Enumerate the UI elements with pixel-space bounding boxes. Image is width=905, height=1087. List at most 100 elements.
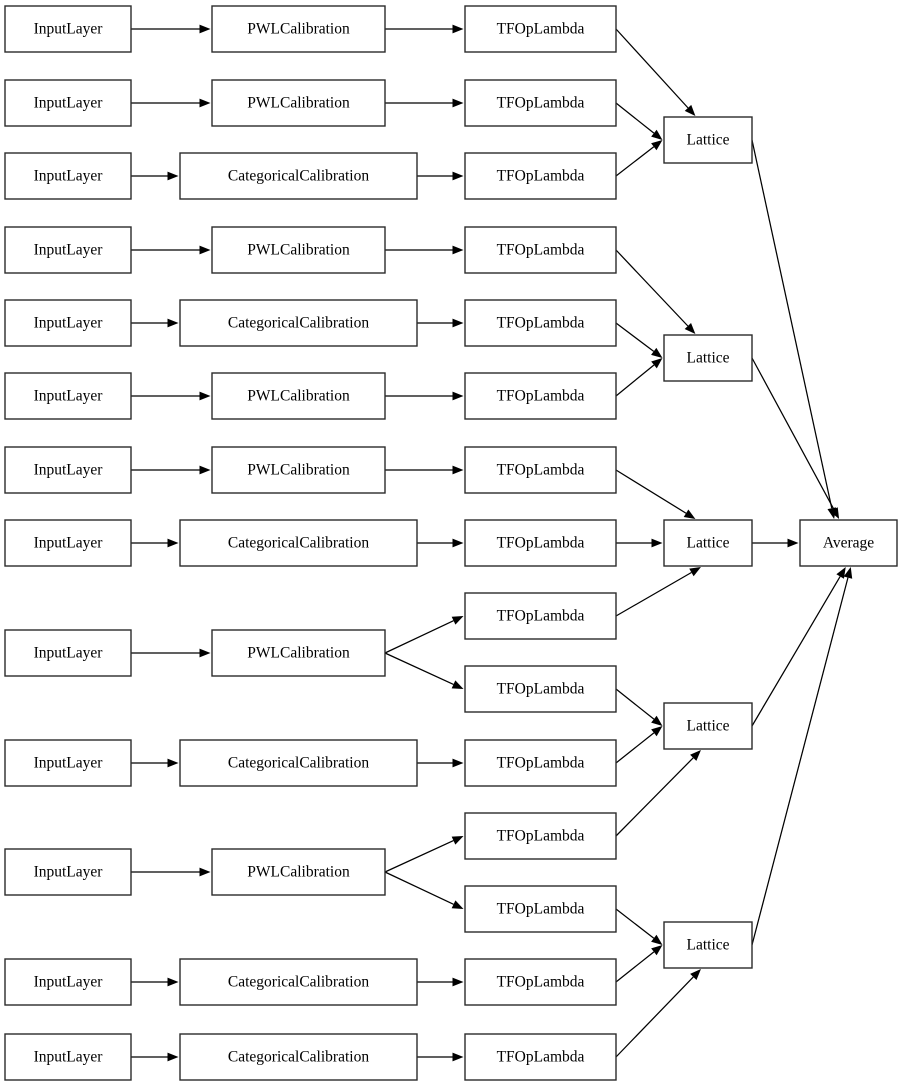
edge-cal10-to-op11	[417, 758, 464, 768]
node-lattice-lat5[interactable]: Lattice	[663, 921, 753, 969]
node-box[interactable]	[464, 812, 617, 860]
node-inputlayer-in4[interactable]: InputLayer	[4, 226, 132, 274]
node-box[interactable]	[4, 739, 132, 787]
node-tfoplambda-op7[interactable]: TFOpLambda	[464, 446, 617, 494]
node-categoricalcalibration-cal3[interactable]: CategoricalCalibration	[179, 152, 418, 200]
node-tfoplambda-op10[interactable]: TFOpLambda	[464, 665, 617, 713]
node-label: PWLCalibration	[247, 388, 350, 405]
node-tfoplambda-op9[interactable]: TFOpLambda	[464, 592, 617, 640]
node-box[interactable]	[179, 1033, 418, 1081]
node-tfoplambda-op3[interactable]: TFOpLambda	[464, 152, 617, 200]
node-box[interactable]	[211, 5, 386, 53]
node-pwlcalibration-cal7[interactable]: PWLCalibration	[211, 446, 386, 494]
node-box[interactable]	[4, 5, 132, 53]
node-tfoplambda-op2[interactable]: TFOpLambda	[464, 79, 617, 127]
node-pwlcalibration-cal6[interactable]: PWLCalibration	[211, 372, 386, 420]
node-box[interactable]	[464, 5, 617, 53]
node-box[interactable]	[464, 519, 617, 567]
node-lattice-lat3[interactable]: Lattice	[663, 519, 753, 567]
node-box[interactable]	[211, 848, 386, 896]
node-box[interactable]	[663, 702, 753, 750]
node-lattice-lat2[interactable]: Lattice	[663, 334, 753, 382]
node-box[interactable]	[211, 446, 386, 494]
node-box[interactable]	[663, 116, 753, 164]
arrowhead-icon	[452, 465, 464, 475]
node-box[interactable]	[464, 372, 617, 420]
node-box[interactable]	[4, 519, 132, 567]
node-categoricalcalibration-cal5[interactable]: CategoricalCalibration	[179, 299, 418, 347]
node-tfoplambda-op14[interactable]: TFOpLambda	[464, 958, 617, 1006]
node-tfoplambda-op8[interactable]: TFOpLambda	[464, 519, 617, 567]
node-inputlayer-in10[interactable]: InputLayer	[4, 739, 132, 787]
node-box[interactable]	[4, 958, 132, 1006]
node-tfoplambda-op1[interactable]: TFOpLambda	[464, 5, 617, 53]
node-inputlayer-in8[interactable]: InputLayer	[4, 519, 132, 567]
node-categoricalcalibration-cal12[interactable]: CategoricalCalibration	[179, 958, 418, 1006]
arrowhead-icon	[199, 391, 211, 401]
node-box[interactable]	[179, 152, 418, 200]
node-tfoplambda-op4[interactable]: TFOpLambda	[464, 226, 617, 274]
node-box[interactable]	[464, 446, 617, 494]
node-inputlayer-in5[interactable]: InputLayer	[4, 299, 132, 347]
node-inputlayer-in1[interactable]: InputLayer	[4, 5, 132, 53]
node-pwlcalibration-cal2[interactable]: PWLCalibration	[211, 79, 386, 127]
node-box[interactable]	[464, 1033, 617, 1081]
node-box[interactable]	[4, 79, 132, 127]
node-tfoplambda-op15[interactable]: TFOpLambda	[464, 1033, 617, 1081]
node-box[interactable]	[179, 299, 418, 347]
node-label: TFOpLambda	[497, 608, 585, 625]
node-box[interactable]	[464, 958, 617, 1006]
node-categoricalcalibration-cal10[interactable]: CategoricalCalibration	[179, 739, 418, 787]
node-tfoplambda-op13[interactable]: TFOpLambda	[464, 885, 617, 933]
node-box[interactable]	[4, 848, 132, 896]
node-box[interactable]	[211, 226, 386, 274]
node-box[interactable]	[4, 1033, 132, 1081]
node-box[interactable]	[464, 299, 617, 347]
node-box[interactable]	[179, 519, 418, 567]
node-box[interactable]	[4, 372, 132, 420]
node-box[interactable]	[464, 226, 617, 274]
node-lattice-lat1[interactable]: Lattice	[663, 116, 753, 164]
node-box[interactable]	[211, 372, 386, 420]
node-box[interactable]	[663, 921, 753, 969]
node-box[interactable]	[211, 629, 386, 677]
node-box[interactable]	[179, 958, 418, 1006]
node-box[interactable]	[4, 629, 132, 677]
node-box[interactable]	[464, 79, 617, 127]
node-box[interactable]	[799, 519, 898, 567]
node-box[interactable]	[4, 446, 132, 494]
node-categoricalcalibration-cal8[interactable]: CategoricalCalibration	[179, 519, 418, 567]
node-pwlcalibration-cal4[interactable]: PWLCalibration	[211, 226, 386, 274]
node-box[interactable]	[464, 152, 617, 200]
node-inputlayer-in6[interactable]: InputLayer	[4, 372, 132, 420]
node-inputlayer-in13[interactable]: InputLayer	[4, 1033, 132, 1081]
node-inputlayer-in2[interactable]: InputLayer	[4, 79, 132, 127]
node-box[interactable]	[464, 739, 617, 787]
node-box[interactable]	[464, 592, 617, 640]
node-pwlcalibration-cal1[interactable]: PWLCalibration	[211, 5, 386, 53]
node-box[interactable]	[663, 334, 753, 382]
node-pwlcalibration-cal11[interactable]: PWLCalibration	[211, 848, 386, 896]
node-tfoplambda-op11[interactable]: TFOpLambda	[464, 739, 617, 787]
node-box[interactable]	[464, 885, 617, 933]
node-box[interactable]	[4, 299, 132, 347]
node-tfoplambda-op12[interactable]: TFOpLambda	[464, 812, 617, 860]
node-box[interactable]	[179, 739, 418, 787]
node-inputlayer-in9[interactable]: InputLayer	[4, 629, 132, 677]
node-box[interactable]	[464, 665, 617, 713]
node-box[interactable]	[4, 226, 132, 274]
node-average-avg[interactable]: Average	[799, 519, 898, 567]
node-lattice-lat4[interactable]: Lattice	[663, 702, 753, 750]
node-inputlayer-in3[interactable]: InputLayer	[4, 152, 132, 200]
node-box[interactable]	[4, 152, 132, 200]
node-box[interactable]	[211, 79, 386, 127]
node-box[interactable]	[663, 519, 753, 567]
node-pwlcalibration-cal9[interactable]: PWLCalibration	[211, 629, 386, 677]
node-tfoplambda-op6[interactable]: TFOpLambda	[464, 372, 617, 420]
node-tfoplambda-op5[interactable]: TFOpLambda	[464, 299, 617, 347]
node-categoricalcalibration-cal13[interactable]: CategoricalCalibration	[179, 1033, 418, 1081]
node-inputlayer-in11[interactable]: InputLayer	[4, 848, 132, 896]
node-inputlayer-in12[interactable]: InputLayer	[4, 958, 132, 1006]
arrowhead-icon	[199, 24, 211, 34]
node-inputlayer-in7[interactable]: InputLayer	[4, 446, 132, 494]
